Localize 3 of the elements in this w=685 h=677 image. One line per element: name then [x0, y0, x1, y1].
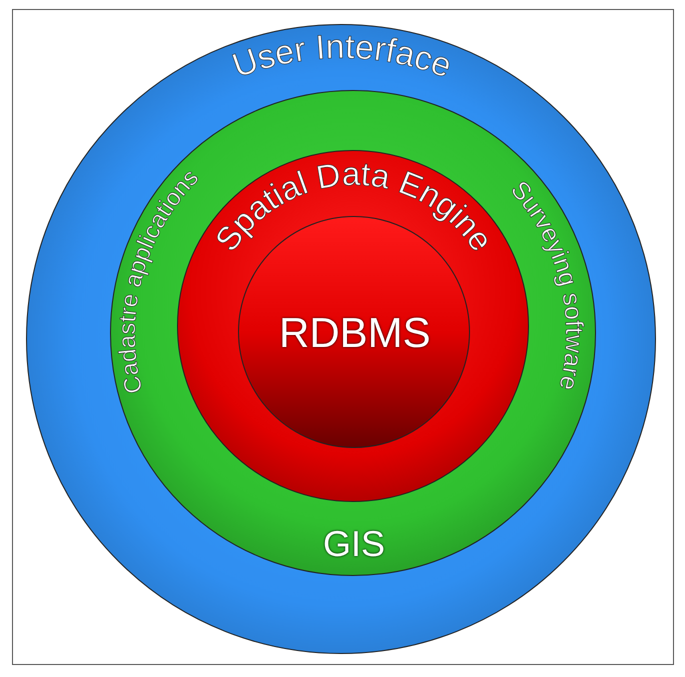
ring-label: RDBMS — [279, 309, 431, 357]
ring-label: GIS — [323, 523, 386, 565]
ring-label: User Interface — [228, 28, 457, 86]
